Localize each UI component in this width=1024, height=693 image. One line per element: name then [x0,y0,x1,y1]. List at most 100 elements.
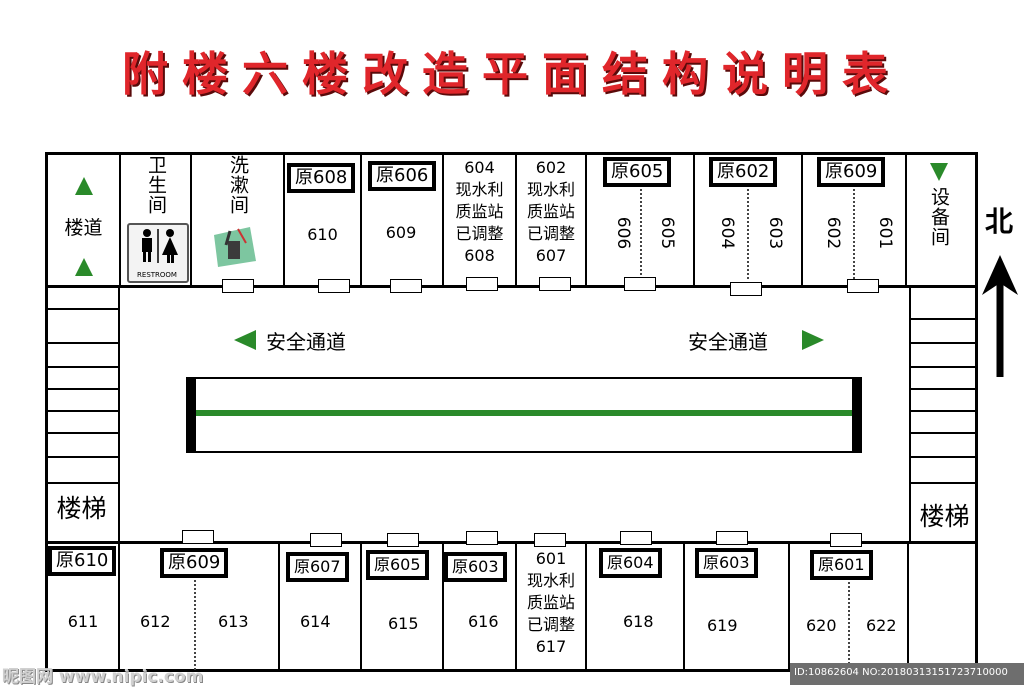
original-room-label: 原604 [599,548,662,578]
room-618: 原604 618 [587,544,685,672]
door [387,533,419,547]
original-room-label: 原603 [695,548,758,578]
door [730,282,762,296]
original-room-label: 原609 [817,157,886,187]
room-number: 620 [806,616,837,635]
room-divider [640,189,642,279]
room-609: 原606 609 [362,155,444,288]
corridor-label-right: 安全通道 [688,330,768,354]
room-number: 612 [140,612,171,631]
room-number: 618 [623,612,654,631]
door [466,277,498,291]
room-number: 613 [218,612,249,631]
original-room-label: 原607 [286,552,349,582]
page-title: 附楼六楼改造平面结构说明表 [122,47,902,101]
arrow-up-icon [75,177,93,195]
room-note: 602 现水利 质监站 已调整 607 [526,158,575,265]
door [620,531,652,545]
room-610: 原608 610 [285,155,362,288]
original-room-label: 原601 [810,550,873,580]
room-619: 原603 619 [685,544,790,672]
stairs-label: 楼梯 [56,494,107,523]
arrow-right-icon [802,330,824,350]
watermark-left: 昵图网 www.nipic.com [2,667,204,687]
room-number: 601 [875,216,896,250]
room-617-adjusted: 601 现水利 质监站 已调整 617 [517,544,587,672]
door [466,531,498,545]
room-number: 610 [307,225,338,244]
restroom-sign-text: RESTROOM [137,271,177,279]
door [539,277,571,291]
north-arrow-icon [980,255,1020,380]
atrium-line [196,410,852,416]
door [182,530,214,544]
room-number: 602 [823,216,844,250]
door [534,533,566,547]
person-icon [142,229,178,263]
room-611: 原610 611 [48,544,120,672]
room-620-622: 原601 620 622 [790,544,909,672]
original-room-label: 原603 [444,552,507,582]
restroom-label: 卫生间 [145,155,167,215]
arrow-left-icon [234,330,256,350]
stairwell-top-left: 楼道 [48,155,121,288]
door [847,279,879,293]
washroom-label: 洗漱间 [227,155,249,215]
door [830,533,862,547]
room-divider [194,580,196,670]
room-612-613: 原609 612 613 [120,544,280,672]
wash-cup-icon [210,225,258,273]
room-number: 615 [388,614,419,633]
room-number: 605 [657,216,678,250]
staircase-right: 楼梯 [909,288,978,541]
stairs-label: 楼梯 [919,502,970,531]
original-room-label: 原609 [160,548,229,578]
original-room-label: 原602 [709,157,778,187]
washroom: 洗漱间 [192,155,285,288]
central-atrium [186,377,862,453]
door [716,531,748,545]
arrow-up-icon [75,258,93,276]
room-608-adjusted: 604 现水利 质监站 已调整 608 [444,155,517,288]
original-room-label: 原605 [366,550,429,580]
room-divider [848,582,850,668]
room-602-601: 原609 602 601 [803,155,907,288]
room-note: 604 现水利 质监站 已调整 608 [455,158,504,265]
floor-plan [45,152,978,672]
original-room-label: 原610 [48,546,117,576]
arrow-down-icon [930,163,948,181]
equipment-room: 设备间 [907,155,975,288]
north-label: 北 [985,205,1014,238]
room-604-603: 原602 604 603 [695,155,803,288]
equipment-room-label: 设备间 [928,187,950,247]
room-615: 原605 615 [362,544,444,672]
stairwell-label: 楼道 [64,217,103,239]
restroom: 卫生间 RESTROOM [121,155,192,288]
room-616: 原603 616 [444,544,517,672]
room-number: 616 [468,612,499,631]
watermark-right: ID:10862604 NO:20180313151723710000 [794,667,1008,678]
room-number: 603 [765,216,786,250]
restroom-sign-icon: RESTROOM [127,223,189,283]
room-number: 622 [866,616,897,635]
original-room-label: 原605 [603,157,672,187]
door [222,279,254,293]
original-room-label: 原606 [368,161,437,191]
room-607-adjusted: 602 现水利 质监站 已调整 607 [517,155,587,288]
top-room-row [45,152,978,288]
door [318,279,350,293]
watermark-right-bar: ID:10862604 NO:20180313151723710000 [790,663,1024,685]
room-divider [747,189,749,279]
room-divider [853,189,855,279]
original-room-label: 原608 [287,163,356,193]
room-number: 604 [717,216,738,250]
door [624,277,656,291]
bottom-room-row [45,541,978,672]
door [390,279,422,293]
room-number: 619 [707,616,738,635]
room-number: 614 [300,612,331,631]
room-614: 原607 614 [280,544,362,672]
room-number: 606 [613,216,634,250]
staircase-left: 楼梯 [45,288,120,541]
room-number: 609 [385,223,417,242]
